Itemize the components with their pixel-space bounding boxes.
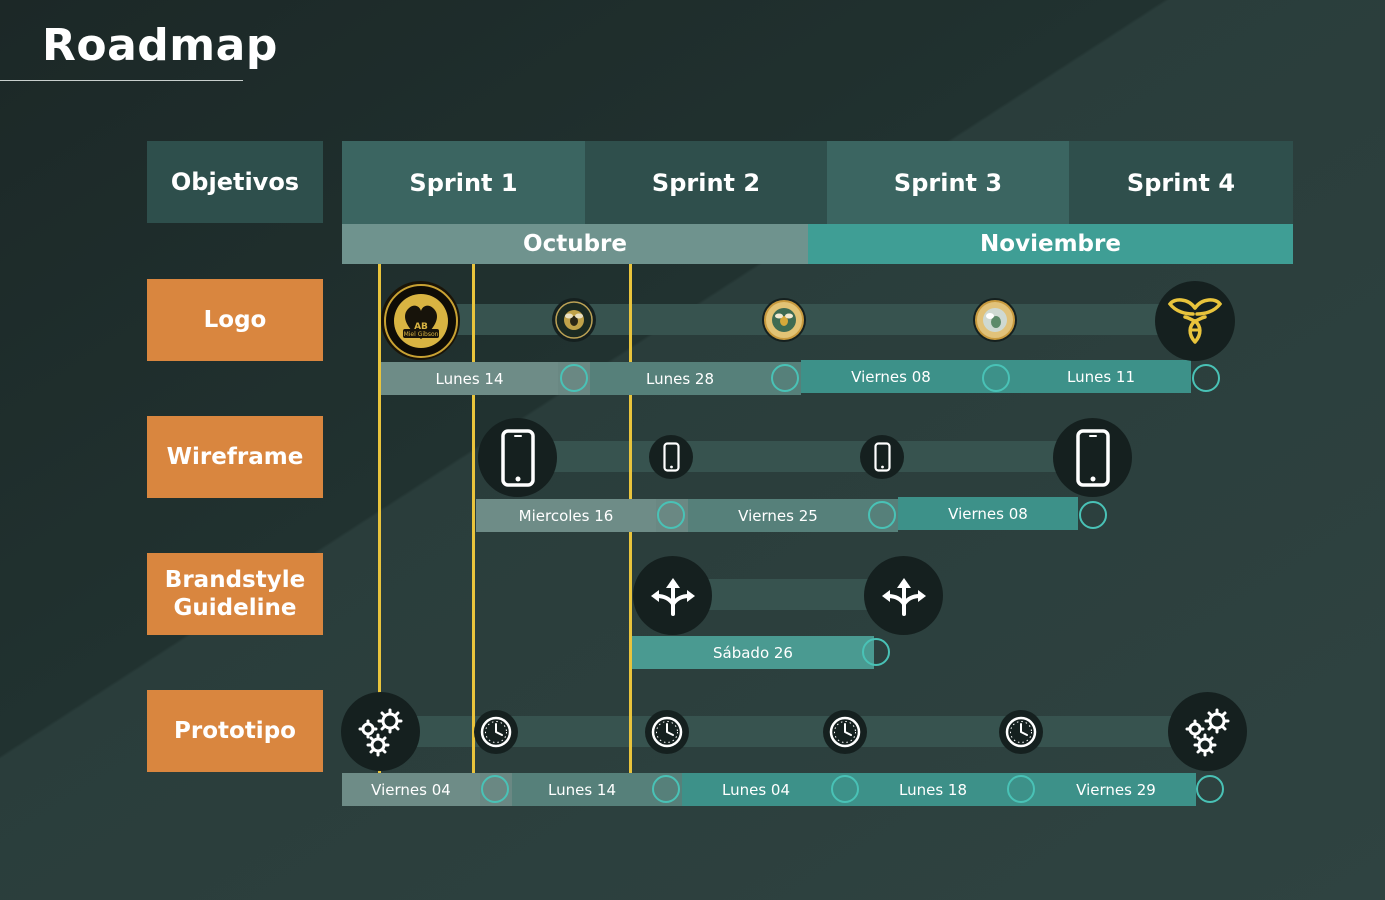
logo-date-3-label: Viernes 08 [851, 367, 931, 386]
logo-node-2 [552, 298, 596, 342]
prototipo-node-4 [823, 710, 867, 754]
bee-seal-icon [975, 300, 1015, 340]
prototipo-ring-2 [652, 775, 680, 803]
brandstyle-date-1: Sábado 26 [632, 636, 874, 669]
objective-wireframe: Wireframe [147, 416, 323, 498]
wireframe-date-2: Viernes 25 [688, 499, 868, 532]
wireframe-date-3-label: Viernes 08 [948, 504, 1028, 523]
objective-brandstyle: Brandstyle Guideline [147, 553, 323, 635]
prototipo-node-3 [645, 710, 689, 754]
prototipo-date-5: Viernes 29 [1036, 773, 1196, 806]
sprint-4-header: Sprint 4 [1069, 141, 1293, 224]
gears-icon [1185, 708, 1229, 756]
logo-ring-2 [771, 364, 799, 392]
prototipo-date-3-label: Lunes 04 [721, 780, 790, 799]
prototipo-ring-4 [1007, 775, 1035, 803]
logo-node-4 [973, 298, 1017, 342]
prototipo-ring-3 [831, 775, 859, 803]
brandstyle-date-1-label: Sábado 26 [713, 643, 793, 662]
page-title: Roadmap [42, 20, 278, 71]
prototipo-date-2-label: Lunes 14 [547, 780, 616, 799]
logo-ring-1 [560, 364, 588, 392]
logo-date-3: Viernes 08 [801, 360, 981, 393]
smartphone-icon [873, 442, 891, 472]
logo-track [420, 304, 1195, 335]
bee-seal-icon [555, 301, 593, 339]
sprint-3-header: Sprint 3 [827, 141, 1069, 224]
svg-text:Miel Gibson: Miel Gibson [403, 331, 438, 338]
smartphone-icon [500, 428, 535, 487]
logo-node-5 [1155, 281, 1235, 361]
logo-ring-4 [1192, 364, 1220, 392]
wireframe-date-3: Viernes 08 [898, 497, 1078, 530]
prototipo-node-1 [341, 692, 420, 771]
wireframe-date-2-label: Viernes 25 [738, 506, 818, 525]
wireframe-ring-2 [868, 501, 896, 529]
wireframe-track [517, 441, 1092, 472]
prototipo-date-5-label: Viernes 29 [1076, 780, 1156, 799]
clock-icon [1005, 716, 1037, 748]
prototipo-date-4-label: Lunes 18 [898, 780, 967, 799]
objective-brandstyle-label: Brandstyle Guideline [164, 567, 306, 621]
prototipo-ring-5 [1196, 775, 1224, 803]
milestone-line-1 [378, 264, 381, 774]
logo-node-3 [762, 298, 806, 342]
prototipo-node-6 [1168, 692, 1247, 771]
logo-date-1: Lunes 14 [381, 362, 558, 395]
logo-date-4-label: Lunes 11 [1066, 367, 1135, 386]
logo-ring-3 [982, 364, 1010, 392]
sprint-2-header: Sprint 2 [585, 141, 827, 224]
prototipo-date-2: Lunes 14 [512, 773, 652, 806]
wireframe-node-4 [1053, 418, 1132, 497]
split-arrows-icon [881, 577, 926, 616]
wireframe-date-1: Miercoles 16 [476, 499, 656, 532]
wireframe-node-1 [478, 418, 557, 497]
wireframe-ring-3 [1079, 501, 1107, 529]
split-arrows-icon [650, 577, 695, 616]
objective-prototipo: Prototipo [147, 690, 323, 772]
prototipo-date-3: Lunes 04 [682, 773, 830, 806]
prototipo-ring-1 [481, 775, 509, 803]
prototipo-node-2 [474, 710, 518, 754]
prototipo-track [380, 716, 1210, 747]
milestone-line-2 [472, 264, 475, 774]
smartphone-icon [662, 442, 680, 472]
bee-icon [1167, 298, 1223, 344]
logo-node-1: AB Miel Gibson [381, 281, 460, 360]
wireframe-node-3 [860, 435, 904, 479]
smartphone-icon [1075, 428, 1110, 487]
wireframe-node-2 [649, 435, 693, 479]
prototipo-node-5 [999, 710, 1043, 754]
gears-icon [358, 708, 402, 756]
wireframe-date-1-label: Miercoles 16 [518, 506, 614, 525]
title-underline [0, 80, 243, 81]
month-noviembre: Noviembre [808, 224, 1293, 264]
objective-logo: Logo [147, 279, 323, 361]
month-octubre: Octubre [342, 224, 808, 264]
clock-icon [651, 716, 683, 748]
brandstyle-node-1 [633, 556, 712, 635]
svg-text:AB: AB [414, 322, 428, 332]
logo-date-2: Lunes 28 [590, 362, 770, 395]
clock-icon [829, 716, 861, 748]
prototipo-date-1-label: Viernes 04 [371, 780, 451, 799]
wireframe-ring-1 [657, 501, 685, 529]
objetivos-header: Objetivos [147, 141, 323, 223]
sprint-1-header: Sprint 1 [342, 141, 585, 224]
clock-icon [480, 716, 512, 748]
bee-seal-icon [764, 300, 804, 340]
logo-date-4: Lunes 11 [1011, 360, 1191, 393]
prototipo-date-4: Lunes 18 [860, 773, 1006, 806]
prototipo-date-1: Viernes 04 [342, 773, 480, 806]
bee-seal-icon: AB Miel Gibson [383, 283, 458, 358]
logo-date-2-label: Lunes 28 [645, 369, 714, 388]
brandstyle-node-2 [864, 556, 943, 635]
brandstyle-ring-1 [862, 638, 890, 666]
logo-date-1-label: Lunes 14 [435, 369, 504, 388]
